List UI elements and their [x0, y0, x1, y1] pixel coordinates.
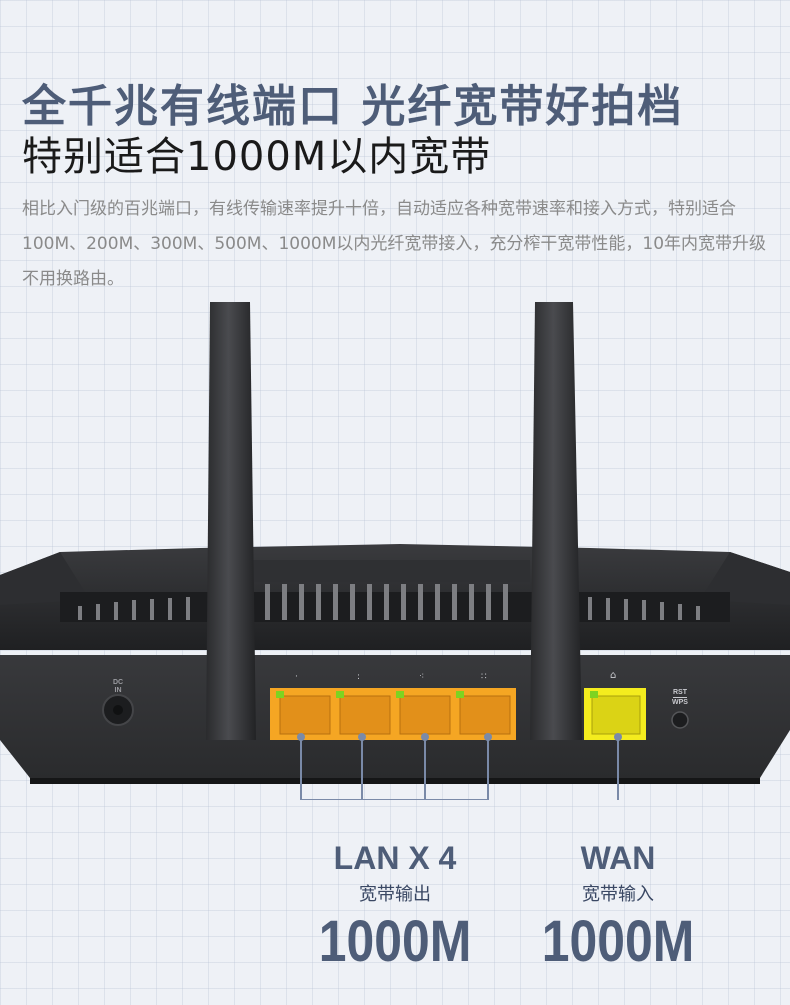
- lan3-indicator-icon: ⁖: [419, 672, 425, 682]
- lan2-indicator-icon: :: [357, 672, 361, 682]
- wan-subtitle: 宽带输入: [582, 884, 654, 905]
- wan-indicator-icon: ⌂: [610, 670, 617, 681]
- dc-label-top: DC: [112, 679, 124, 686]
- description: 相比入门级的百兆端口，有线传输速率提升十倍，自动适应各种宽带速率和接入方式，特别…: [22, 199, 767, 289]
- wan-speed: 1000M: [541, 909, 695, 974]
- rst-label: RST: [673, 689, 687, 698]
- lan1-indicator-icon: ·: [295, 672, 298, 682]
- dc-label-bottom: IN: [114, 687, 122, 694]
- lan-indicator-icons: · : ⁖ ∷: [295, 672, 495, 682]
- rst-wps-button: [671, 711, 689, 729]
- lan-title: LAN X 4: [333, 840, 457, 876]
- right-antenna: [530, 302, 582, 740]
- lan-subtitle: 宽带输出: [359, 884, 431, 905]
- connector-lines: [300, 737, 619, 800]
- vent-slots: [78, 584, 700, 620]
- headline: 全千兆有线端口 光纤宽带好拍档: [22, 81, 684, 132]
- dc-label: DC IN: [106, 679, 130, 695]
- wps-label: WPS: [672, 699, 688, 706]
- rst-wps-label: RST WPS: [664, 688, 696, 707]
- left-antenna: [206, 302, 256, 740]
- wan-title: WAN: [580, 840, 656, 876]
- vent-strip: [60, 592, 730, 622]
- router-illustration: [0, 302, 790, 800]
- lan4-indicator-icon: ∷: [481, 672, 487, 682]
- subheadline: 特别适合1000M以内宽带: [22, 134, 492, 180]
- lan-speed: 1000M: [318, 909, 472, 974]
